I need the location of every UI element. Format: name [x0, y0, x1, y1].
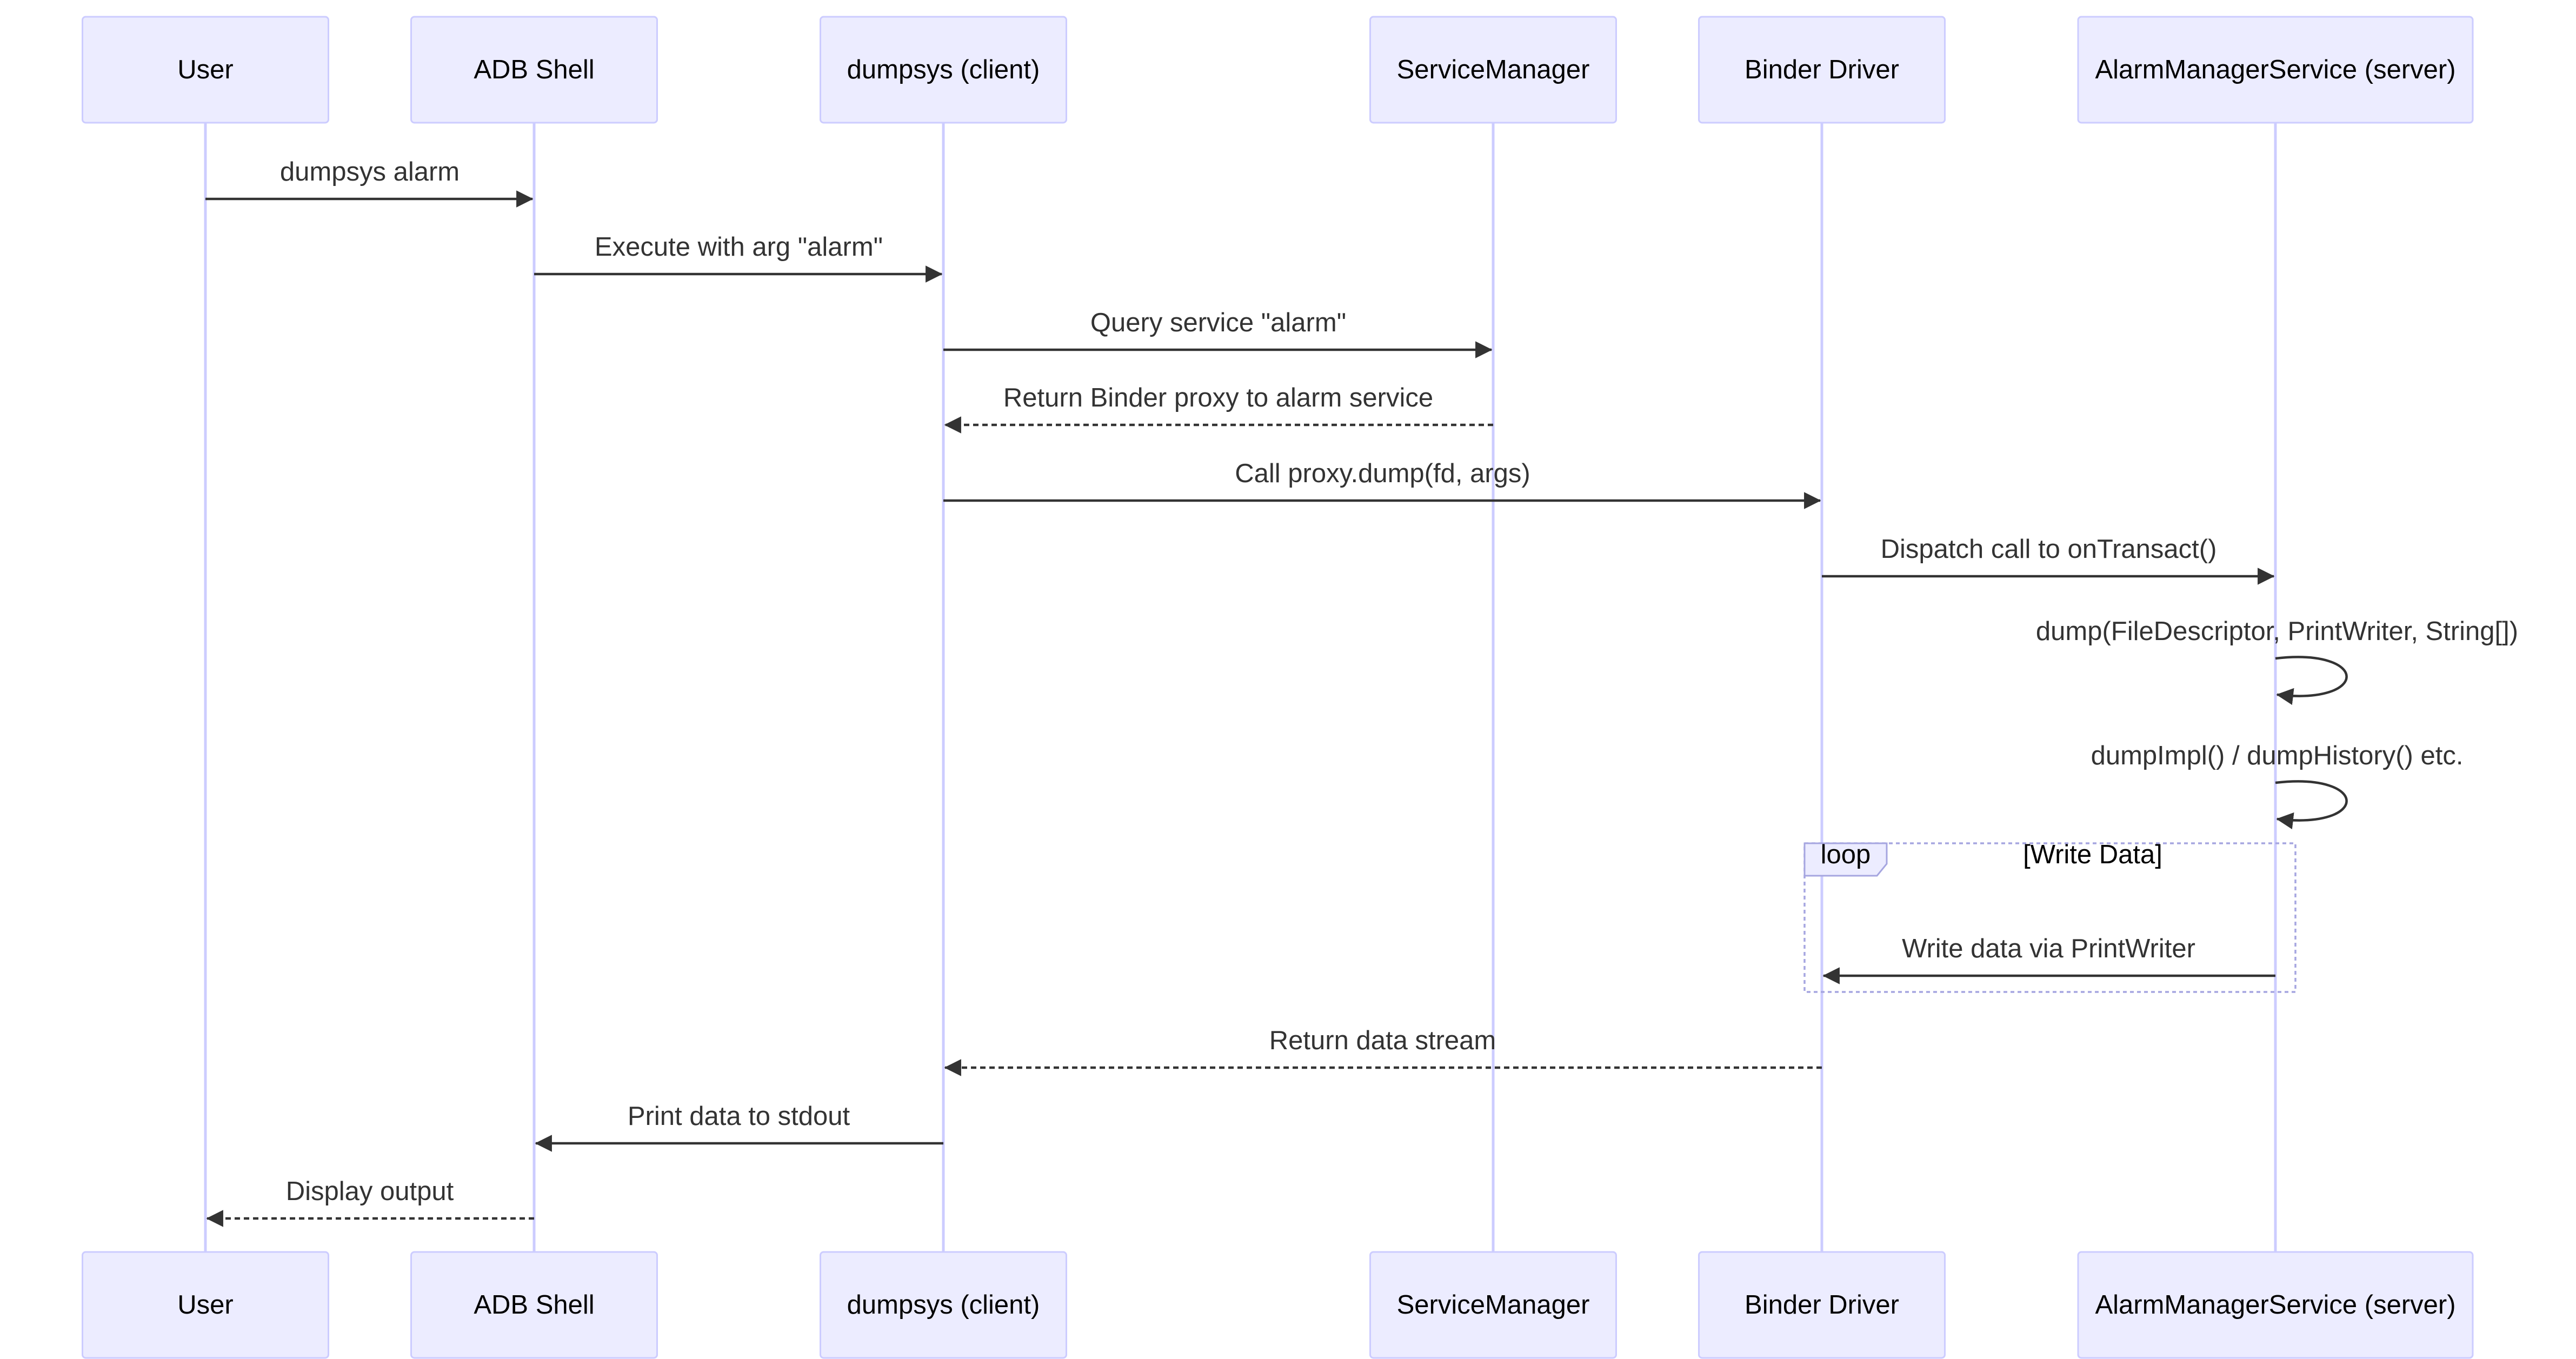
- actor-label-sm-top: ServiceManager: [1397, 55, 1590, 84]
- actor-box-adb-top: [410, 16, 658, 124]
- actor-label-adb-bottom: ADB Shell: [474, 1290, 594, 1320]
- actor-label-binder-top: Binder Driver: [1745, 55, 1899, 84]
- message-1: dumpsys alarm: [205, 157, 534, 208]
- actor-label-dumpsys-bottom: dumpsys (client): [847, 1290, 1040, 1320]
- actor-box-adb-bottom: [410, 1251, 658, 1359]
- message-label: dumpsys alarm: [280, 157, 460, 186]
- actor-label-dumpsys-top: dumpsys (client): [847, 55, 1040, 84]
- actor-label-ams-bottom: AlarmManagerService (server): [2095, 1290, 2455, 1320]
- message-8: dumpImpl() / dumpHistory() etc.: [2091, 741, 2464, 830]
- message-6: Dispatch call to onTransact(): [1822, 535, 2275, 585]
- message-2: Execute with arg "alarm": [534, 232, 943, 283]
- actor-label-user-bottom: User: [177, 1290, 233, 1320]
- actor-box-dumpsys-bottom: [820, 1251, 1067, 1359]
- message-12: Display output: [206, 1177, 534, 1227]
- message-label: dumpImpl() / dumpHistory() etc.: [2091, 741, 2464, 770]
- message-11: Print data to stdout: [535, 1102, 943, 1152]
- actor-label-adb-top: ADB Shell: [474, 55, 594, 84]
- message-arrow-self: [2275, 656, 2348, 705]
- message-9: Write data via PrintWriter: [1822, 934, 2275, 984]
- loop-condition: [Write Data]: [2023, 840, 2162, 869]
- message-label: Call proxy.dump(fd, args): [1235, 459, 1530, 488]
- message-4: Return Binder proxy to alarm service: [944, 383, 1493, 434]
- actor-label-ams-top: AlarmManagerService (server): [2095, 55, 2455, 84]
- message-3: Query service "alarm": [943, 308, 1493, 358]
- message-label: Return Binder proxy to alarm service: [1003, 383, 1433, 412]
- loop-frame: [1803, 842, 2297, 993]
- actor-label-sm-bottom: ServiceManager: [1397, 1290, 1590, 1320]
- message-label: Display output: [286, 1177, 454, 1206]
- actor-box-binder-top: [1698, 16, 1946, 124]
- message-label: dump(FileDescriptor, PrintWriter, String…: [2036, 617, 2518, 646]
- message-10: Return data stream: [944, 1026, 1822, 1076]
- actor-box-ams-bottom: [2077, 1251, 2474, 1359]
- message-label: Query service "alarm": [1090, 308, 1346, 337]
- loop-tab: [1803, 842, 1888, 877]
- message-label: Return data stream: [1269, 1026, 1496, 1055]
- message-label: Dispatch call to onTransact(): [1881, 535, 2217, 564]
- message-label: Write data via PrintWriter: [1902, 934, 2195, 963]
- message-arrow-self: [2275, 780, 2348, 830]
- message-7: dump(FileDescriptor, PrintWriter, String…: [2036, 617, 2518, 705]
- actor-box-sm-top: [1369, 16, 1617, 124]
- actor-label-binder-bottom: Binder Driver: [1745, 1290, 1899, 1320]
- message-label: Print data to stdout: [628, 1102, 850, 1131]
- actor-box-binder-bottom: [1698, 1251, 1946, 1359]
- actor-label-user-top: User: [177, 55, 233, 84]
- message-5: Call proxy.dump(fd, args): [943, 459, 1821, 509]
- message-label: Execute with arg "alarm": [595, 232, 883, 262]
- actor-box-ams-top: [2077, 16, 2474, 124]
- actor-box-user-top: [82, 16, 329, 124]
- actor-box-sm-bottom: [1369, 1251, 1617, 1359]
- actor-box-dumpsys-top: [820, 16, 1067, 124]
- actor-box-user-bottom: [82, 1251, 329, 1359]
- loop-keyword: loop: [1821, 840, 1871, 869]
